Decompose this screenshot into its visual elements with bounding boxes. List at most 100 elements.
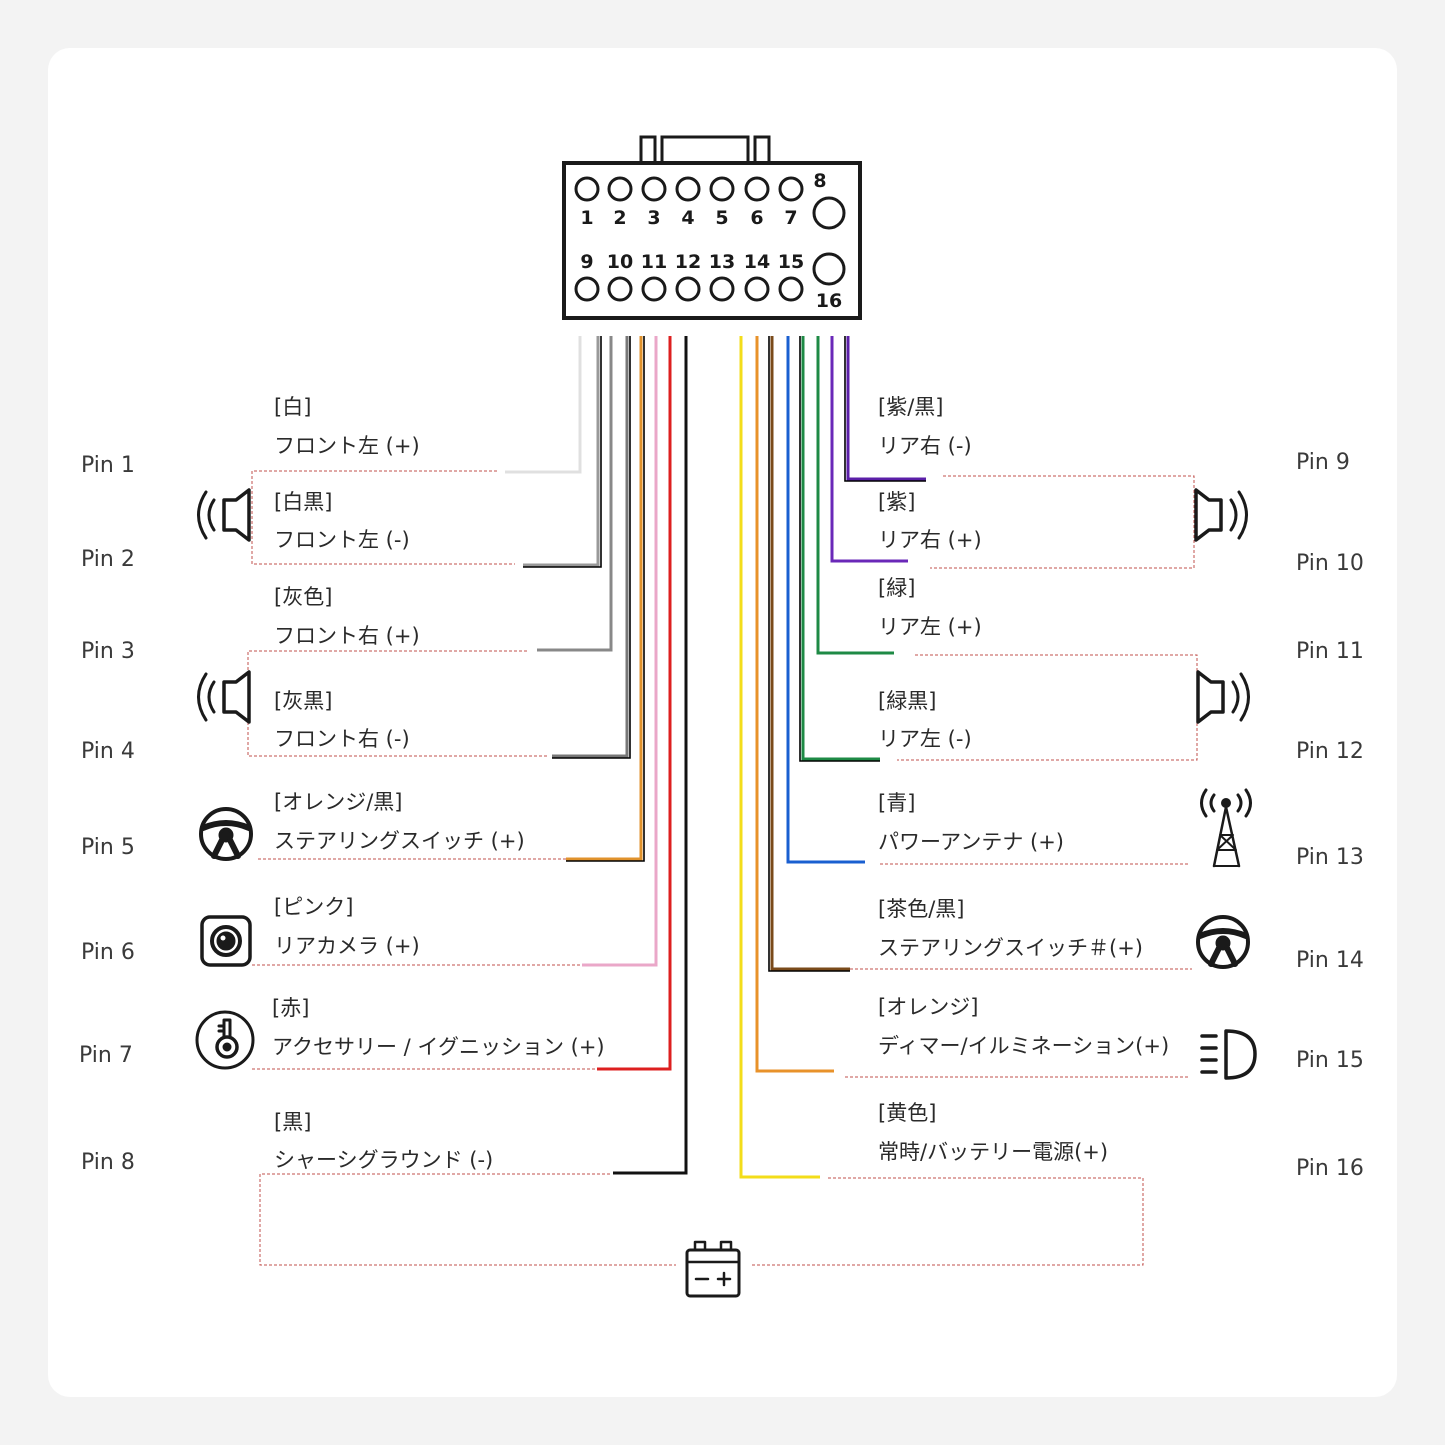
pin-label: Pin 5 — [81, 835, 135, 860]
antenna-icon — [1200, 788, 1252, 868]
headlight-icon — [1200, 1029, 1257, 1080]
pin-number: 7 — [784, 207, 797, 229]
wire-color-name: [緑黒] — [878, 689, 936, 713]
wire-function: フロント左 (+) — [274, 434, 420, 458]
group-box-ground — [259, 1173, 676, 1266]
battery-icon — [685, 1240, 741, 1298]
pin-label: Pin 1 — [81, 453, 135, 478]
dashed-groups — [247, 470, 1198, 1266]
wire-function: ステアリングスイッチ＃(+) — [878, 936, 1143, 960]
wire-right-8 — [739, 336, 820, 1179]
group-box-battery — [752, 1177, 1144, 1266]
wire-right-6 — [770, 336, 850, 971]
speaker-icon — [1196, 670, 1250, 724]
pin-hole — [744, 176, 770, 202]
wire-function: フロント右 (+) — [274, 624, 420, 648]
speaker-icon — [197, 488, 251, 542]
wire-color-name: [黄色] — [878, 1101, 936, 1125]
pin-label: Pin 3 — [81, 639, 135, 664]
wire-color-name: [赤] — [272, 996, 309, 1020]
ignition-key-icon — [195, 1010, 255, 1070]
pin-number: 1 — [580, 207, 593, 229]
wire-color-name: [紫/黒] — [878, 395, 943, 419]
wire-function: ディマー/イルミネーション(+) — [878, 1034, 1169, 1058]
connector-latch-left — [639, 135, 657, 165]
wire-right-4 — [801, 336, 880, 761]
pin-label: Pin 15 — [1296, 1048, 1364, 1073]
pin-label: Pin 13 — [1296, 845, 1364, 870]
pin-number: 5 — [715, 207, 728, 229]
speaker-icon — [197, 670, 251, 724]
pin-label: Pin 14 — [1296, 948, 1364, 973]
wire-labels-right: [紫/黒] リア右 (-) [紫] リア右 (+) [緑] リア左 (+) [緑… — [878, 395, 1169, 1164]
wire-color-name: [紫] — [878, 490, 915, 514]
pin-number: 16 — [816, 290, 842, 312]
pin-number: 15 — [778, 251, 804, 273]
wire-left-3 — [537, 336, 613, 652]
pin-hole — [641, 276, 667, 302]
pin-number: 6 — [750, 207, 763, 229]
wire-function: アクセサリー / イグニッション (+) — [272, 1035, 605, 1059]
wire-color-name: [オレンジ] — [878, 995, 978, 1019]
wires — [505, 336, 926, 1179]
wire-function: リアカメラ (+) — [274, 934, 420, 958]
pin-labels-left: Pin 1 Pin 2 Pin 3 Pin 4 Pin 5 Pin 6 Pin … — [79, 453, 135, 1175]
pin-label: Pin 8 — [81, 1150, 135, 1175]
wire-function: パワーアンテナ (+) — [878, 830, 1064, 854]
speaker-icon — [1194, 488, 1248, 542]
pin-number: 4 — [681, 207, 694, 229]
pin-hole — [574, 176, 600, 202]
wire-color-name: [白黒] — [274, 490, 332, 514]
pin-hole — [675, 176, 701, 202]
pin-label: Pin 7 — [79, 1043, 133, 1068]
wire-left-7 — [597, 336, 672, 1071]
pin-hole — [812, 196, 846, 230]
pin-hole — [812, 252, 846, 286]
pin-hole — [607, 176, 633, 202]
pin-numbers-bottom: 9 10 11 12 13 14 15 16 — [580, 251, 842, 312]
wire-color-name: [灰色] — [274, 585, 332, 609]
wire-labels-left: [白] フロント左 (+) [白黒] フロント左 (-) [灰色] フロント右 … — [272, 395, 605, 1172]
group-box-front-left — [251, 470, 515, 565]
pin-number: 12 — [675, 251, 701, 273]
pin-hole — [574, 276, 600, 302]
pin-label: Pin 6 — [81, 940, 135, 965]
wire-left-4 — [552, 336, 629, 758]
wire-function: リア右 (+) — [878, 528, 982, 552]
pin-number: 3 — [647, 207, 660, 229]
pin-hole — [778, 176, 804, 202]
wire-function: リア左 (+) — [878, 615, 982, 639]
wire-function: 常時/バッテリー電源(+) — [878, 1140, 1108, 1164]
pin-hole — [675, 276, 701, 302]
wire-right-7 — [755, 336, 834, 1073]
wire-function: フロント右 (-) — [274, 727, 410, 751]
connector-latch-right — [753, 135, 771, 165]
wire-right-3 — [816, 336, 894, 655]
connector-tab — [660, 135, 750, 165]
pin-label: Pin 10 — [1296, 551, 1364, 576]
wire-function: フロント左 (-) — [274, 528, 410, 552]
pin-number: 8 — [813, 170, 826, 192]
pin-number: 14 — [744, 251, 770, 273]
wire-function: シャーシグラウンド (-) — [274, 1148, 493, 1172]
wire-left-5 — [566, 336, 643, 861]
wire-stripe-left-5 — [566, 336, 645, 862]
wire-color-name: [白] — [274, 395, 311, 419]
pin-hole — [778, 276, 804, 302]
wire-color-name: [灰黒] — [274, 689, 332, 713]
wire-left-8 — [613, 336, 688, 1175]
wire-color-name: [黒] — [274, 1110, 311, 1134]
pin-number: 10 — [607, 251, 633, 273]
pin-holes — [574, 176, 846, 302]
wire-stripe-left-4 — [552, 336, 631, 759]
wire-right-1 — [846, 336, 926, 481]
camera-icon — [200, 915, 252, 967]
group-box-rear-right — [930, 475, 1195, 569]
pin-hole — [641, 176, 667, 202]
pin-label: Pin 12 — [1296, 739, 1364, 764]
steering-wheel-icon — [1196, 915, 1250, 969]
pin-hole — [607, 276, 633, 302]
pin-hole — [709, 176, 735, 202]
pin-number: 11 — [641, 251, 667, 273]
